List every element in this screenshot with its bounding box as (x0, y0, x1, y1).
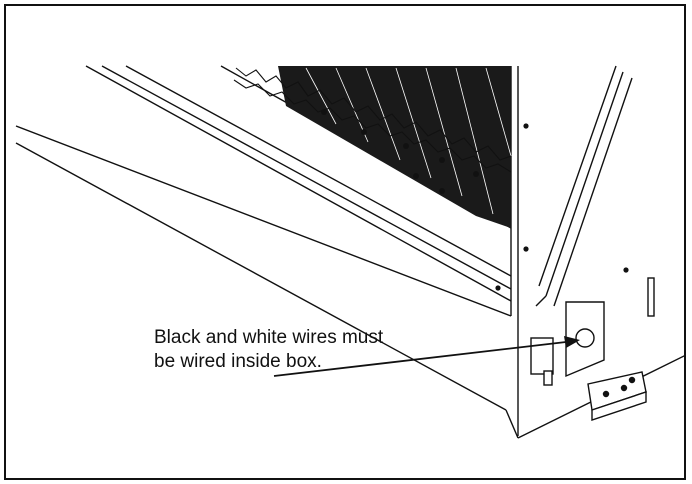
callout-line-2: be wired inside box. (154, 351, 322, 372)
diagram-frame: Black and white wires must be wired insi… (4, 4, 686, 480)
front-rail (15, 125, 512, 411)
junction-box (530, 301, 605, 386)
wiring-callout: Black and white wires must be wired insi… (154, 326, 383, 374)
callout-arrow (273, 336, 580, 377)
fireplace-line-drawing (15, 65, 684, 439)
burner-grille (278, 66, 512, 228)
mounting-bracket (587, 371, 647, 421)
ember-strip (233, 67, 512, 173)
side-slot (647, 277, 655, 317)
glass-door-frame (535, 65, 633, 307)
callout-line-1: Black and white wires must (154, 327, 384, 348)
strip-fasteners (321, 109, 479, 194)
